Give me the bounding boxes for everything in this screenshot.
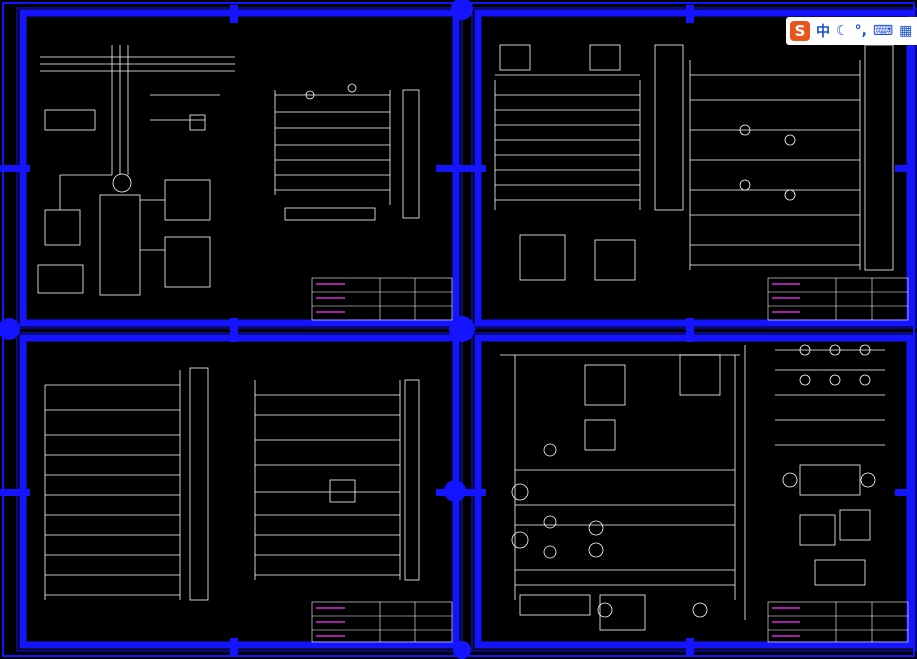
input-mode-toggle[interactable]: 中 [816,24,830,40]
title-blocks [311,277,909,643]
grid-icon[interactable]: ▦ [899,23,913,39]
punctuation-icon[interactable]: °, [854,23,867,39]
sogou-logo-icon[interactable]: S [790,21,810,41]
keyboard-icon[interactable]: ⌨ [872,23,894,39]
schematic-bottom-right [500,344,885,631]
ime-toolbar[interactable]: S 中 ☾ °, ⌨ ▦ [786,17,917,45]
schematic-top-right [494,44,894,281]
schematic-top-left [37,45,420,296]
moon-icon[interactable]: ☾ [836,23,849,39]
schematic-bottom-left [44,367,420,601]
title-block-accents [316,283,800,637]
